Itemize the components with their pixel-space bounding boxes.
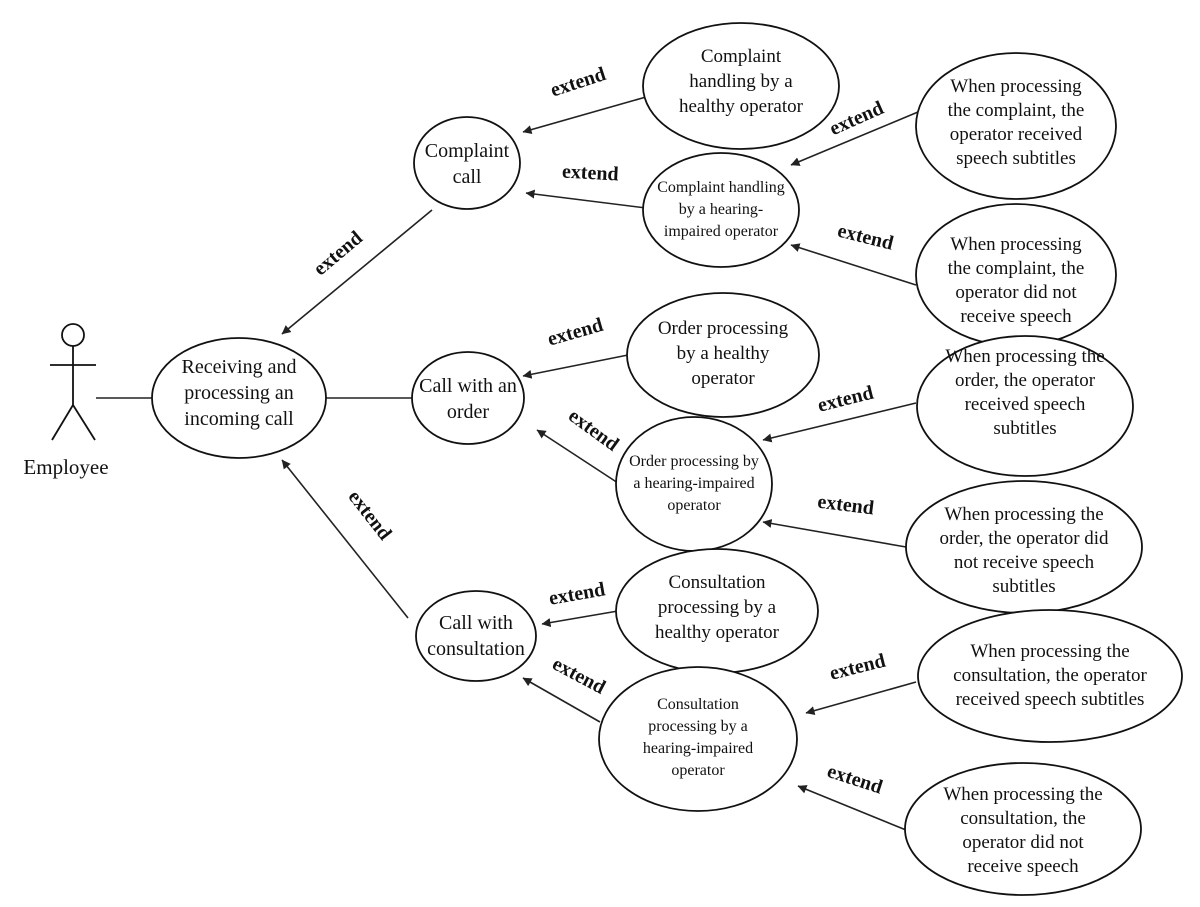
- edge-complaint-impaired: [525, 189, 647, 209]
- extend-label: extend: [564, 405, 623, 456]
- edge-complaint-to-receiving: [281, 209, 433, 335]
- edge-order-healthy: [522, 354, 629, 379]
- extend-edges: [281, 96, 919, 831]
- svg-text:Order processing bya hearing-i: Order processing bya hearing-impairedope…: [629, 453, 759, 514]
- extend-label: extend: [816, 491, 875, 520]
- actor-right-leg: [72, 404, 96, 441]
- edge-consultation-impaired: [522, 677, 601, 723]
- edge-complaint-healthy: [522, 96, 647, 134]
- extend-label: extend: [344, 486, 396, 544]
- actor-employee: Employee: [23, 323, 109, 479]
- actor-head-icon: [61, 323, 85, 347]
- extend-label: extend: [827, 650, 887, 685]
- extend-label: extend: [825, 760, 886, 798]
- extend-label: extend: [549, 653, 609, 699]
- edge-complaint-not-received: [790, 243, 917, 286]
- edge-consultation-healthy: [541, 610, 619, 627]
- edge-order-received: [762, 402, 917, 443]
- actor-label: Employee: [23, 455, 108, 479]
- extend-labels: extend extend extend extend extend exten…: [309, 63, 895, 798]
- extend-label: extend: [815, 382, 875, 417]
- extend-label: extend: [545, 314, 606, 351]
- edge-consultation-not-received: [797, 785, 907, 831]
- extend-label: extend: [309, 227, 367, 280]
- extend-label: extend: [548, 63, 609, 101]
- extend-label: extend: [835, 220, 895, 255]
- extend-label: extend: [547, 578, 607, 610]
- edge-complaint-received: [790, 111, 919, 166]
- edge-order-not-received: [762, 519, 907, 548]
- edge-consultation-received: [805, 681, 917, 716]
- edge-consultation-to-receiving: [281, 459, 409, 619]
- actor-left-leg: [51, 404, 74, 441]
- edge-order-impaired: [536, 429, 619, 484]
- extend-label: extend: [561, 161, 619, 186]
